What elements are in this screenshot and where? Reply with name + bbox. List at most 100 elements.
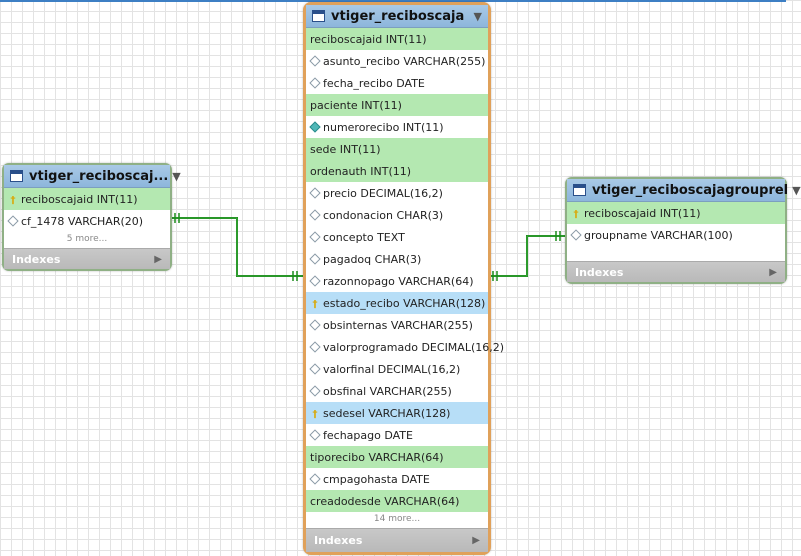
table-left-header[interactable]: vtiger_reciboscaj... ▼ — [4, 165, 181, 188]
column-label: groupname VARCHAR(100) — [584, 228, 733, 242]
column-row[interactable]: groupname VARCHAR(100) — [567, 224, 785, 246]
column-row[interactable]: obsfinal VARCHAR(255) — [306, 380, 488, 402]
column-row[interactable]: † reciboscajaid INT(11) — [4, 188, 170, 210]
column-label: cmpagohasta DATE — [323, 472, 430, 486]
column-label: fechapago DATE — [323, 428, 413, 442]
column-diamond-icon — [7, 214, 19, 228]
column-row[interactable]: cf_1478 VARCHAR(20) — [4, 210, 170, 232]
table-center-rows: reciboscajaid INT(11) asunto_recibo VARCH… — [306, 28, 504, 512]
column-diamond-icon — [309, 428, 321, 442]
column-row[interactable]: † estado_recibo VARCHAR(128) — [306, 292, 488, 314]
expand-arrow-icon[interactable]: ▶ — [154, 253, 162, 265]
column-row[interactable]: obsinternas VARCHAR(255) — [306, 314, 488, 336]
table-center-header[interactable]: vtiger_reciboscaja ▼ — [306, 5, 488, 28]
table-left-rows: † reciboscajaid INT(11) cf_1478 VARCHAR(20… — [4, 188, 170, 232]
column-diamond-icon — [309, 384, 321, 398]
column-diamond-icon — [309, 472, 321, 486]
column-row[interactable]: ordenauth INT(11) — [306, 160, 488, 182]
column-row[interactable]: numerorecibo INT(11) — [306, 116, 488, 138]
column-label: reciboscajaid INT(11) — [21, 192, 138, 206]
column-diamond-icon — [309, 208, 321, 222]
column-label: creadodesde VARCHAR(64) — [310, 494, 460, 508]
column-diamond-icon — [309, 186, 321, 200]
column-row[interactable]: pagadoq CHAR(3) — [306, 248, 488, 270]
table-left-more[interactable]: 5 more... — [66, 234, 108, 244]
table-icon — [573, 184, 586, 196]
column-label: ordenauth INT(11) — [310, 164, 412, 178]
column-label: valorfinal DECIMAL(16,2) — [323, 362, 461, 376]
canvas-top-border — [0, 0, 786, 2]
column-row[interactable]: precio DECIMAL(16,2) — [306, 182, 488, 204]
column-row[interactable]: valorprogramado DECIMAL(16,2) — [306, 336, 504, 358]
column-diamond-icon — [309, 274, 321, 288]
column-label: reciboscajaid INT(11) — [584, 206, 701, 220]
collapse-arrow-icon[interactable]: ▼ — [172, 169, 181, 183]
column-row[interactable]: fecha_recibo DATE — [306, 72, 488, 94]
column-label: tiporecibo VARCHAR(64) — [310, 450, 444, 464]
indexes-label: Indexes — [12, 252, 61, 266]
column-label: fecha_recibo DATE — [323, 76, 425, 90]
column-row[interactable]: tiporecibo VARCHAR(64) — [306, 446, 488, 468]
table-right-indexes[interactable]: Indexes ▶ — [567, 261, 785, 282]
column-diamond-icon — [309, 318, 321, 332]
column-label: reciboscajaid INT(11) — [310, 32, 427, 46]
column-row[interactable]: razonnopago VARCHAR(64) — [306, 270, 488, 292]
column-row[interactable]: † sedesel VARCHAR(128) — [306, 402, 488, 424]
column-row[interactable]: reciboscajaid INT(11) — [306, 28, 488, 50]
column-row[interactable]: asunto_recibo VARCHAR(255) — [306, 50, 488, 72]
table-left-title: vtiger_reciboscaj... — [29, 168, 169, 184]
table-right-rows: † reciboscajaid INT(11) groupname VARCHAR(… — [567, 202, 785, 246]
indexes-label: Indexes — [314, 534, 363, 547]
column-row[interactable]: paciente INT(11) — [306, 94, 488, 116]
key-icon: † — [312, 408, 318, 420]
indexes-label: Indexes — [575, 265, 624, 279]
column-row[interactable]: condonacion CHAR(3) — [306, 204, 488, 226]
column-row[interactable]: sede INT(11) — [306, 138, 488, 160]
key-icon: † — [573, 208, 579, 220]
column-row[interactable]: † reciboscajaid INT(11) — [567, 202, 785, 224]
column-label: obsfinal VARCHAR(255) — [323, 384, 452, 398]
column-row[interactable]: cmpagohasta DATE — [306, 468, 488, 490]
relation-left-center[interactable] — [170, 217, 306, 277]
column-label: estado_recibo VARCHAR(128) — [323, 296, 486, 310]
table-center[interactable]: vtiger_reciboscaja ▼ reciboscajaid INT(1… — [303, 2, 504, 555]
column-label: obsinternas VARCHAR(255) — [323, 318, 473, 332]
table-right[interactable]: vtiger_reciboscajagrouprel ▼ † reciboscaj… — [565, 177, 801, 284]
collapse-arrow-icon[interactable]: ▼ — [792, 183, 801, 197]
column-diamond-icon — [570, 228, 582, 242]
table-icon — [312, 10, 325, 22]
column-diamond-icon — [309, 362, 321, 376]
table-center-title: vtiger_reciboscaja — [331, 8, 465, 24]
column-label: cf_1478 VARCHAR(20) — [21, 214, 144, 228]
collapse-arrow-icon[interactable]: ▼ — [473, 9, 482, 23]
expand-arrow-icon[interactable]: ▶ — [472, 535, 480, 546]
column-diamond-icon — [309, 54, 321, 68]
table-left-indexes[interactable]: Indexes ▶ — [4, 248, 170, 269]
not-null-diamond-icon — [309, 120, 321, 134]
column-row[interactable]: valorfinal DECIMAL(16,2) — [306, 358, 488, 380]
column-row[interactable]: concepto TEXT — [306, 226, 488, 248]
column-label: concepto TEXT — [323, 230, 405, 244]
column-label: condonacion CHAR(3) — [323, 208, 444, 222]
key-icon: † — [10, 194, 16, 206]
table-icon — [10, 170, 23, 182]
column-row[interactable]: creadodesde VARCHAR(64) — [306, 490, 488, 512]
column-label: razonnopago VARCHAR(64) — [323, 274, 474, 288]
column-label: pagadoq CHAR(3) — [323, 252, 422, 266]
table-center-indexes[interactable]: Indexes ▶ — [306, 528, 488, 552]
column-diamond-icon — [309, 340, 321, 354]
column-label: precio DECIMAL(16,2) — [323, 186, 443, 200]
column-row[interactable]: fechapago DATE — [306, 424, 488, 446]
expand-arrow-icon[interactable]: ▶ — [769, 266, 777, 278]
column-label: paciente INT(11) — [310, 98, 402, 112]
table-left[interactable]: vtiger_reciboscaj... ▼ † reciboscajaid IN… — [2, 163, 181, 271]
column-diamond-icon — [309, 252, 321, 266]
column-label: sede INT(11) — [310, 142, 381, 156]
table-right-header[interactable]: vtiger_reciboscajagrouprel ▼ — [567, 179, 801, 202]
table-right-spacer — [567, 246, 785, 261]
column-label: sedesel VARCHAR(128) — [323, 406, 451, 420]
key-icon: † — [312, 298, 318, 310]
table-center-more[interactable]: 14 more... — [373, 514, 421, 524]
column-diamond-icon — [309, 230, 321, 244]
